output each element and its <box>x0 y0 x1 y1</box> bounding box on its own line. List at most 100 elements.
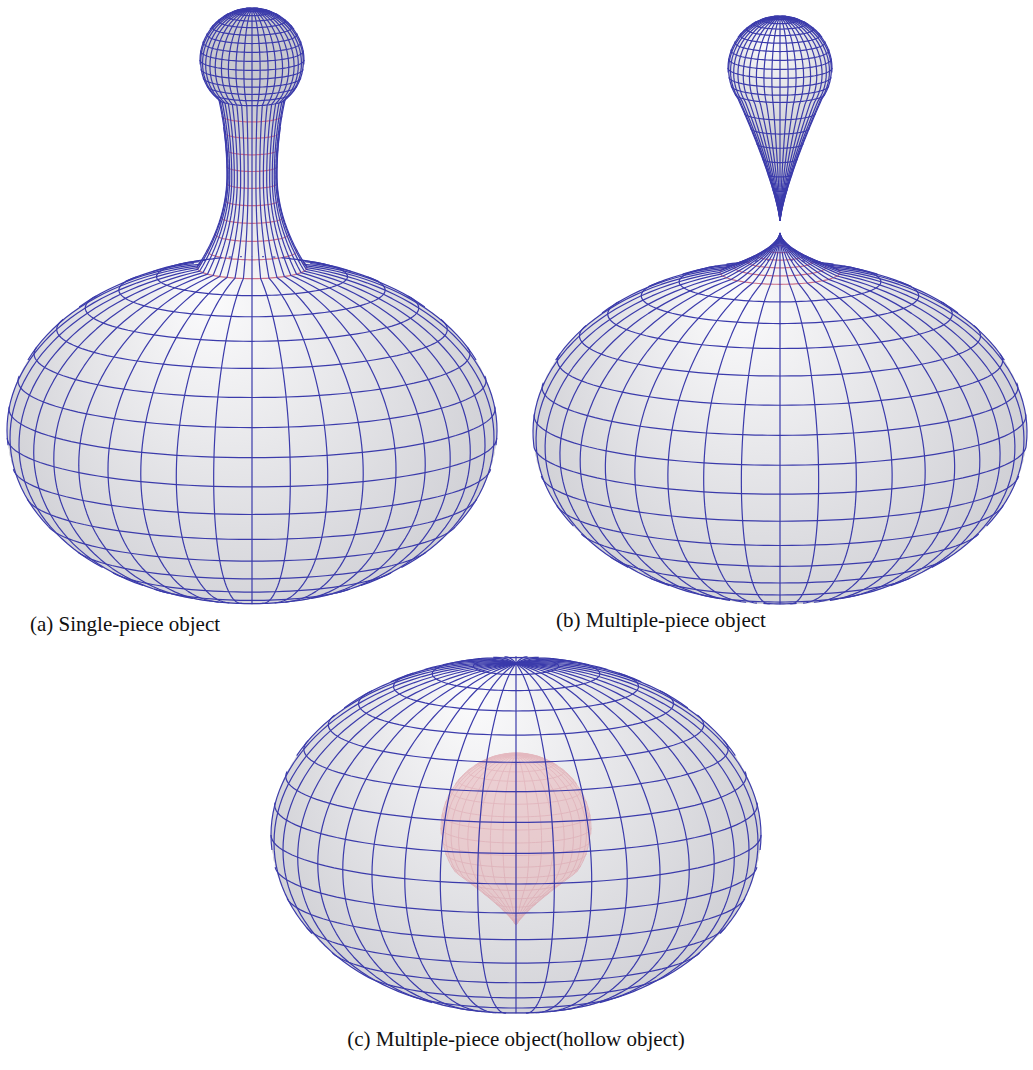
meridian-line <box>780 233 1015 568</box>
meridian-line <box>252 9 470 585</box>
meridian-line <box>391 662 516 682</box>
meridian-line <box>516 755 586 926</box>
meridian-line <box>252 8 291 258</box>
meridian-line <box>54 9 252 593</box>
meridian-line <box>229 8 252 257</box>
meridian-line <box>252 9 352 272</box>
meridian-line <box>560 233 780 586</box>
meridian-line <box>252 9 378 282</box>
meridian-line <box>780 17 811 221</box>
meridian-line <box>516 664 627 1012</box>
figure-caption: (b) Multiple-piece object <box>556 608 766 633</box>
meridian-line <box>489 754 516 758</box>
meridian-line <box>729 17 780 221</box>
meridian-line <box>446 755 516 926</box>
meridian-line <box>767 260 769 261</box>
meridian-line <box>580 233 780 593</box>
single-piece-object <box>7 7 497 604</box>
meridian-line <box>779 233 780 604</box>
meridian-line <box>196 8 252 261</box>
meridian-line <box>780 17 822 221</box>
meridian-line <box>780 233 856 603</box>
meridian-line <box>516 664 592 1013</box>
meridian-line <box>602 249 766 313</box>
meridian-line <box>779 260 780 261</box>
meridian-line <box>493 657 516 663</box>
meridian-line <box>780 233 980 593</box>
meridian-line <box>34 9 252 585</box>
meridian-line <box>10 9 252 526</box>
meridian-line <box>516 664 554 1014</box>
meridian-line <box>791 260 793 261</box>
meridian-line <box>516 755 542 926</box>
meridian-line <box>213 8 252 258</box>
meridian-line <box>780 233 892 602</box>
meridian-line <box>515 664 516 1014</box>
meridian-line <box>298 664 516 995</box>
meridian-line <box>516 664 734 995</box>
meridian-line <box>476 754 516 765</box>
meridian-line <box>516 663 735 755</box>
meridian-line <box>780 17 788 221</box>
meridian-line <box>649 256 755 287</box>
meridian-line <box>28 9 252 360</box>
meridian-line <box>770 16 780 18</box>
meridian-line <box>424 661 516 669</box>
meridian-line <box>668 233 780 602</box>
meridian-line <box>704 233 780 603</box>
meridian-line <box>344 663 516 708</box>
meridian-line <box>152 9 252 272</box>
meridian-line <box>252 9 476 360</box>
meridian-line <box>755 260 758 261</box>
meridian-line <box>283 664 516 977</box>
meridian-line <box>405 664 516 1012</box>
meridian-line <box>516 755 573 926</box>
meridian-line <box>506 753 516 754</box>
meridian-line <box>79 9 252 598</box>
meridian-line <box>739 262 748 263</box>
figure-caption: (a) Single-piece object <box>30 612 220 637</box>
meridian-line <box>780 17 829 221</box>
meridian-line <box>504 657 516 664</box>
meridian-line <box>252 9 425 307</box>
meridian-line <box>516 663 688 708</box>
meridian-line <box>780 233 1000 586</box>
meridian-line <box>496 754 516 756</box>
meridian-line <box>512 753 516 754</box>
meridian-line <box>516 664 749 977</box>
meridian-line <box>794 249 958 313</box>
meridian-line <box>760 17 780 20</box>
meridian-line <box>756 17 780 221</box>
meridian-line <box>372 664 516 1011</box>
meridian-line <box>780 17 832 221</box>
meridian-line <box>516 662 641 682</box>
meridian-line <box>780 17 831 221</box>
meridian-line <box>741 233 780 604</box>
meridian-line <box>79 9 252 307</box>
meridian-line <box>752 17 780 24</box>
meridian-line <box>252 8 308 261</box>
meridian-line <box>459 755 516 926</box>
meridian-line <box>343 664 516 1009</box>
meridian-line <box>802 260 805 261</box>
meridian-line <box>774 16 780 18</box>
meridian-line <box>782 239 1004 361</box>
meridian-line <box>516 755 564 926</box>
meridian-line <box>178 9 252 265</box>
meridian-line <box>516 664 689 1009</box>
meridian-line <box>251 9 252 604</box>
meridian-line <box>780 233 955 599</box>
meridian-line <box>780 233 1027 445</box>
meridian-line <box>274 664 516 934</box>
meridian-line <box>252 9 396 601</box>
meridian-line <box>545 233 780 568</box>
meridian-line <box>777 16 780 18</box>
meridian-line <box>780 17 796 221</box>
meridian-line <box>766 17 780 18</box>
meridian-line <box>7 9 252 445</box>
meridian-line <box>271 664 516 850</box>
meridian-line <box>252 9 326 265</box>
meridian-line <box>252 9 328 603</box>
meridian-line <box>780 17 822 37</box>
